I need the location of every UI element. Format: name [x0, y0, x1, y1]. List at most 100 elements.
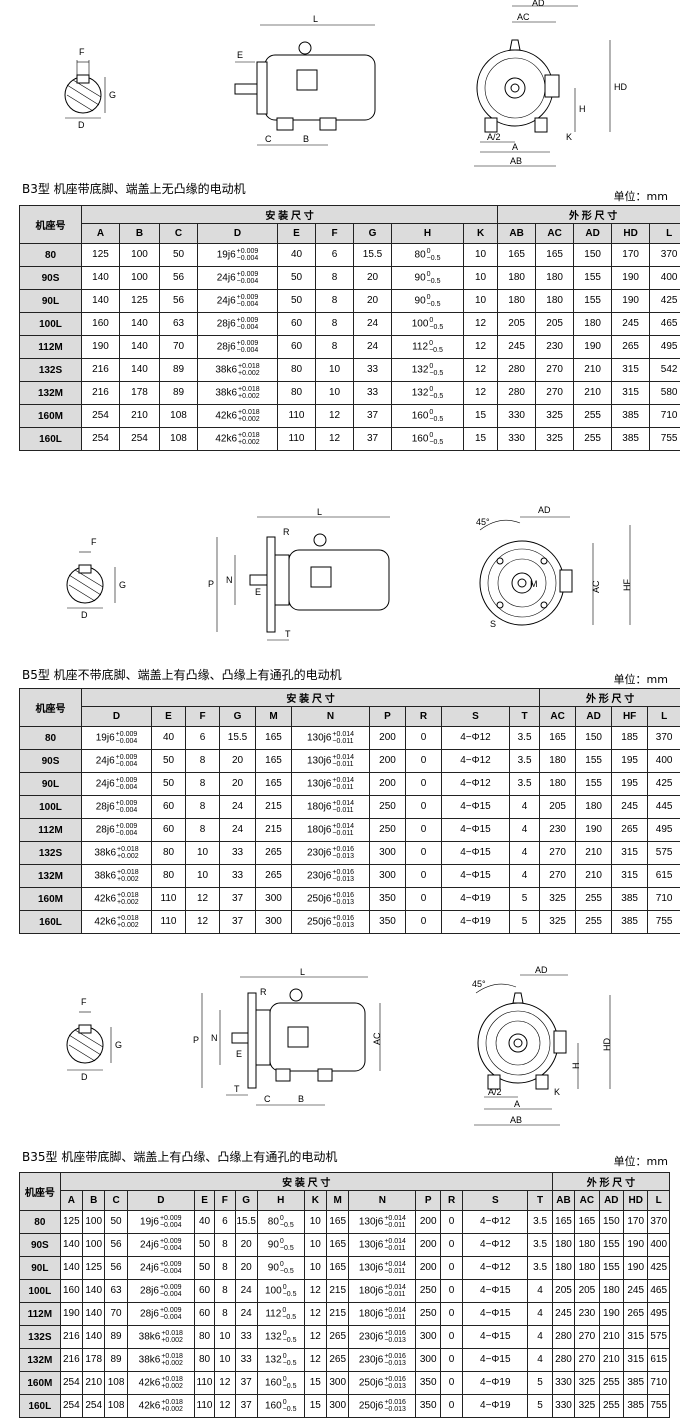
table-cell: 4−Φ15 — [462, 1302, 529, 1326]
model-cell: 80 — [19, 1210, 61, 1234]
cell-value: 265 — [265, 870, 282, 882]
tolerance: +0.009−0.004 — [160, 1284, 182, 1298]
table-cell: 0 — [439, 1348, 464, 1372]
cell-value: 425 — [660, 295, 678, 307]
model-cell: 100L — [19, 312, 82, 336]
table-cell: 250j6+0.016−0.013 — [291, 887, 370, 911]
tolerance-lower: −0.004 — [115, 807, 138, 814]
cell-value: 12 — [475, 341, 487, 353]
cell-value: 4−Φ15 — [480, 1308, 511, 1320]
dim-label-p: P — [193, 1035, 199, 1045]
cell-value: 245 — [621, 801, 638, 813]
table-cell: 130j6+0.014−0.011 — [348, 1233, 417, 1257]
table-cell: 60 — [193, 1302, 216, 1326]
column-header: A — [81, 223, 120, 244]
tolerance-upper: +0.018 — [161, 1376, 183, 1383]
cell-value: 265 — [627, 1308, 645, 1320]
tolerance-lower: −0.5 — [279, 1222, 294, 1229]
tolerance-lower: +0.002 — [117, 876, 139, 883]
dim-label-ac: AC — [591, 580, 601, 593]
cell-value: 385 — [622, 433, 639, 445]
cell-value: 130j6 — [306, 755, 332, 767]
cell-value: 24j6 — [140, 1239, 159, 1251]
table-cell: 155 — [575, 772, 613, 796]
cell-value: 3.5 — [533, 1239, 548, 1251]
table-cell: 0 — [405, 841, 442, 865]
table-cell: 385 — [611, 887, 649, 911]
cell-value: 28j6 — [95, 824, 115, 836]
cell-value: 4−Φ15 — [480, 1354, 511, 1366]
table-cell: 89 — [159, 381, 198, 405]
table-cell: 495 — [647, 1302, 670, 1326]
column-header: K — [303, 1190, 328, 1211]
table-cell: 56 — [104, 1256, 128, 1280]
tolerance-lower: −0.011 — [332, 807, 354, 814]
table-cell: 210 — [573, 358, 613, 382]
cell-value: 8 — [199, 824, 206, 836]
cell-value: 80 — [414, 249, 426, 261]
cell-value: 110 — [160, 893, 177, 905]
table-cell: 575 — [647, 841, 680, 865]
tolerance-upper: +0.018 — [161, 1353, 183, 1360]
tolerance: +0.009−0.004 — [237, 248, 259, 262]
cell-value: 90 — [267, 1239, 279, 1251]
cell-value: 19j6 — [216, 249, 236, 261]
table-cell: 110 — [277, 427, 316, 451]
cell-value: 10 — [475, 295, 487, 307]
table-cell: 215 — [325, 1279, 350, 1303]
table-cell: 180 — [535, 289, 575, 313]
table-cell: 8 — [185, 795, 220, 819]
cell-value: 56 — [172, 295, 185, 307]
table-cell: 160 — [59, 1279, 84, 1303]
tolerance-lower: −0.011 — [332, 738, 354, 745]
cell-value: 50 — [162, 755, 175, 767]
cell-value: 280 — [508, 364, 525, 376]
table-cell: 0 — [405, 887, 442, 911]
column-header: M — [255, 706, 292, 727]
cell-value: 165 — [329, 1262, 347, 1274]
dim-label-t: T — [234, 1084, 240, 1094]
table-cell: 50 — [193, 1233, 216, 1257]
cell-value: 3.5 — [517, 778, 532, 790]
tolerance-lower: −0.011 — [384, 1268, 406, 1275]
table-cell: 15.5 — [234, 1210, 258, 1234]
table-cell: 80 — [193, 1348, 216, 1372]
table-cell: 165 — [255, 772, 292, 796]
cell-value: 12 — [309, 1285, 321, 1297]
table-cell: 89 — [159, 358, 198, 382]
tolerance-upper: +0.018 — [161, 1399, 183, 1406]
cell-value: 710 — [650, 1377, 668, 1389]
table-cell: 20 — [353, 266, 392, 290]
cell-value: 710 — [660, 410, 678, 422]
tolerance: 0−0.5 — [280, 1215, 294, 1229]
tolerance-lower: −0.013 — [332, 899, 355, 906]
table-cell: 165 — [325, 1233, 350, 1257]
cell-value: 4 — [521, 870, 528, 882]
cell-value: 12 — [475, 364, 487, 376]
table-cell: 254 — [119, 427, 160, 451]
table-cell: 270 — [574, 1348, 600, 1372]
cell-value: 63 — [110, 1285, 122, 1297]
table-cell: 370 — [649, 243, 680, 267]
table-cell: 495 — [647, 818, 680, 842]
table-cell: 216 — [81, 381, 120, 405]
column-header: D — [81, 706, 152, 727]
cell-value: 80 — [198, 1354, 211, 1366]
cell-value: 15 — [309, 1400, 321, 1412]
table-cell: 5 — [527, 1371, 553, 1395]
caption-b5: B5型 机座不带底脚、端盖上有凸缘、凸缘上有通孔的电动机 — [22, 668, 342, 682]
dim-label-ad: AD — [538, 505, 551, 515]
table-cell: 330 — [551, 1394, 576, 1418]
table-cell: 230 — [535, 335, 575, 359]
cell-value: 24 — [240, 1308, 252, 1320]
cell-value: 37 — [366, 410, 379, 422]
table-cell: 15 — [303, 1394, 328, 1418]
cell-value: 250 — [379, 801, 396, 813]
table-cell: 4−Φ15 — [462, 1325, 529, 1349]
